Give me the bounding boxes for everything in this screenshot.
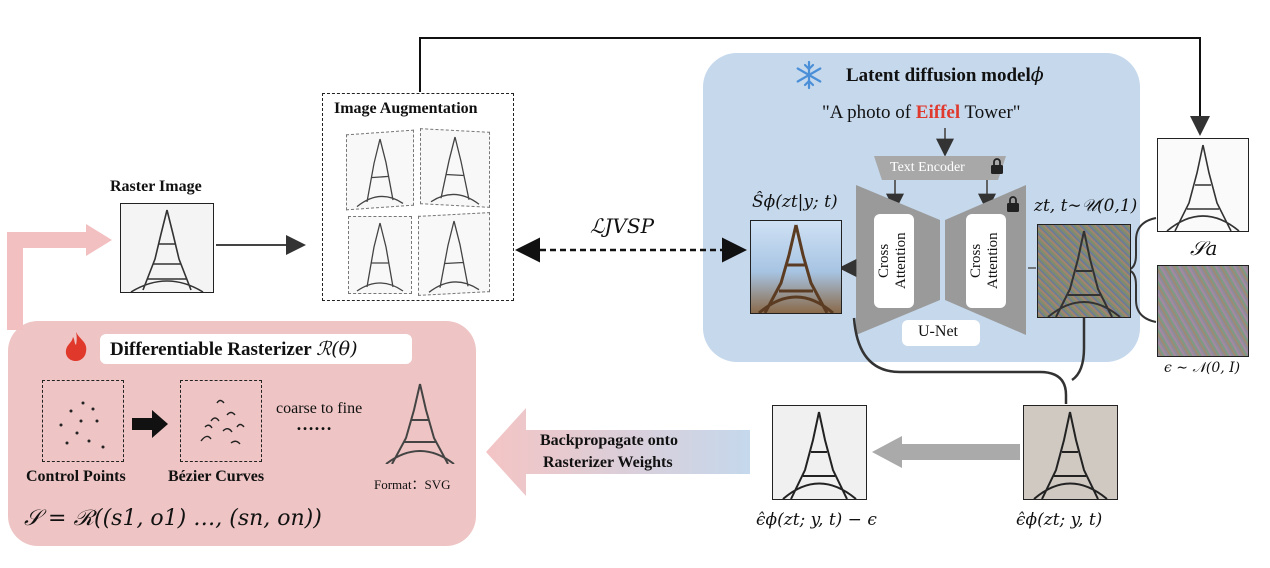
bezier-curves-label: Bézier Curves <box>168 468 265 485</box>
bezier-curves-box <box>180 380 262 462</box>
text-prompt: "A photo of Eiffel Tower" <box>822 102 1021 123</box>
augmented-thumb-2 <box>420 128 490 208</box>
augmented-thumb-1 <box>346 129 414 211</box>
feedback-arrow <box>7 232 88 330</box>
augmentation-box <box>322 93 514 301</box>
raster-image <box>120 203 214 293</box>
cross-attention-right-label: Cross Attention <box>968 232 1001 290</box>
augmented-thumb-4 <box>418 212 490 296</box>
unet-label: U-Net <box>918 323 958 340</box>
cross-attention-right <box>966 214 1006 308</box>
augmentation-to-sa-line <box>419 37 1210 136</box>
backprop-arrow <box>486 408 750 496</box>
feedback-arrowhead <box>86 224 112 256</box>
cross-attention-left <box>874 214 914 308</box>
raster-image-title: Raster Image <box>110 178 202 195</box>
control-points-label: Control Points <box>26 468 126 485</box>
noise-prediction-label: ϵ̂ϕ(zt; y, t) <box>1016 510 1103 530</box>
rasterizer-title-box <box>100 334 412 364</box>
cross-attention-left-label: Cross Attention <box>876 232 909 290</box>
rasterizer-equation: 𝒮 = ℛ((s1, o1) …, (sn, on)) <box>24 506 322 531</box>
latent-model-title: Latent diffusion modelϕ <box>846 64 1044 86</box>
control-points-box <box>42 380 124 462</box>
eiffel-sketch-icon <box>130 209 204 292</box>
epsilon-label: ϵ ∼ 𝒩(0, I) <box>1164 360 1241 376</box>
gaussian-noise-image <box>1157 265 1249 357</box>
snowflake-icon <box>794 60 824 90</box>
progress-dots: …… <box>296 414 332 434</box>
model-output-image <box>750 220 842 314</box>
model-output-label: Ŝϕ(zt|y; t) <box>752 192 838 212</box>
lock-icon <box>990 158 1004 174</box>
svg-output-sketch <box>380 380 460 465</box>
augmented-thumb-3 <box>348 216 412 294</box>
loss-label: ℒJVSP <box>590 214 655 238</box>
noise-difference-label: ϵ̂ϕ(zt; y, t) − ϵ <box>756 510 877 530</box>
backprop-line1: Backpropagate onto <box>540 432 678 449</box>
text-encoder-label: Text Encoder <box>890 160 965 175</box>
sa-label: 𝒮a <box>1190 236 1218 260</box>
backprop-line2: Rasterizer Weights <box>543 454 673 471</box>
augmentation-title: Image Augmentation <box>334 100 478 117</box>
sa-image <box>1157 138 1249 232</box>
rasterizer-title: Differentiable Rasterizer ℛ(θ) <box>110 338 358 360</box>
format-label: Format：SVG <box>374 477 451 492</box>
unet-lock-icon <box>1006 196 1020 212</box>
noise-schedule-label: zt, t∼𝒰(0,1) <box>1034 196 1138 216</box>
noise-prediction-image <box>1023 405 1118 500</box>
noisy-latent-image <box>1037 224 1131 318</box>
coarse-to-fine-label: coarse to fine <box>276 400 363 417</box>
unet-label-box <box>902 320 980 346</box>
noise-difference-image <box>772 405 867 500</box>
text-encoder-block <box>874 156 1006 180</box>
fire-icon <box>62 330 90 362</box>
